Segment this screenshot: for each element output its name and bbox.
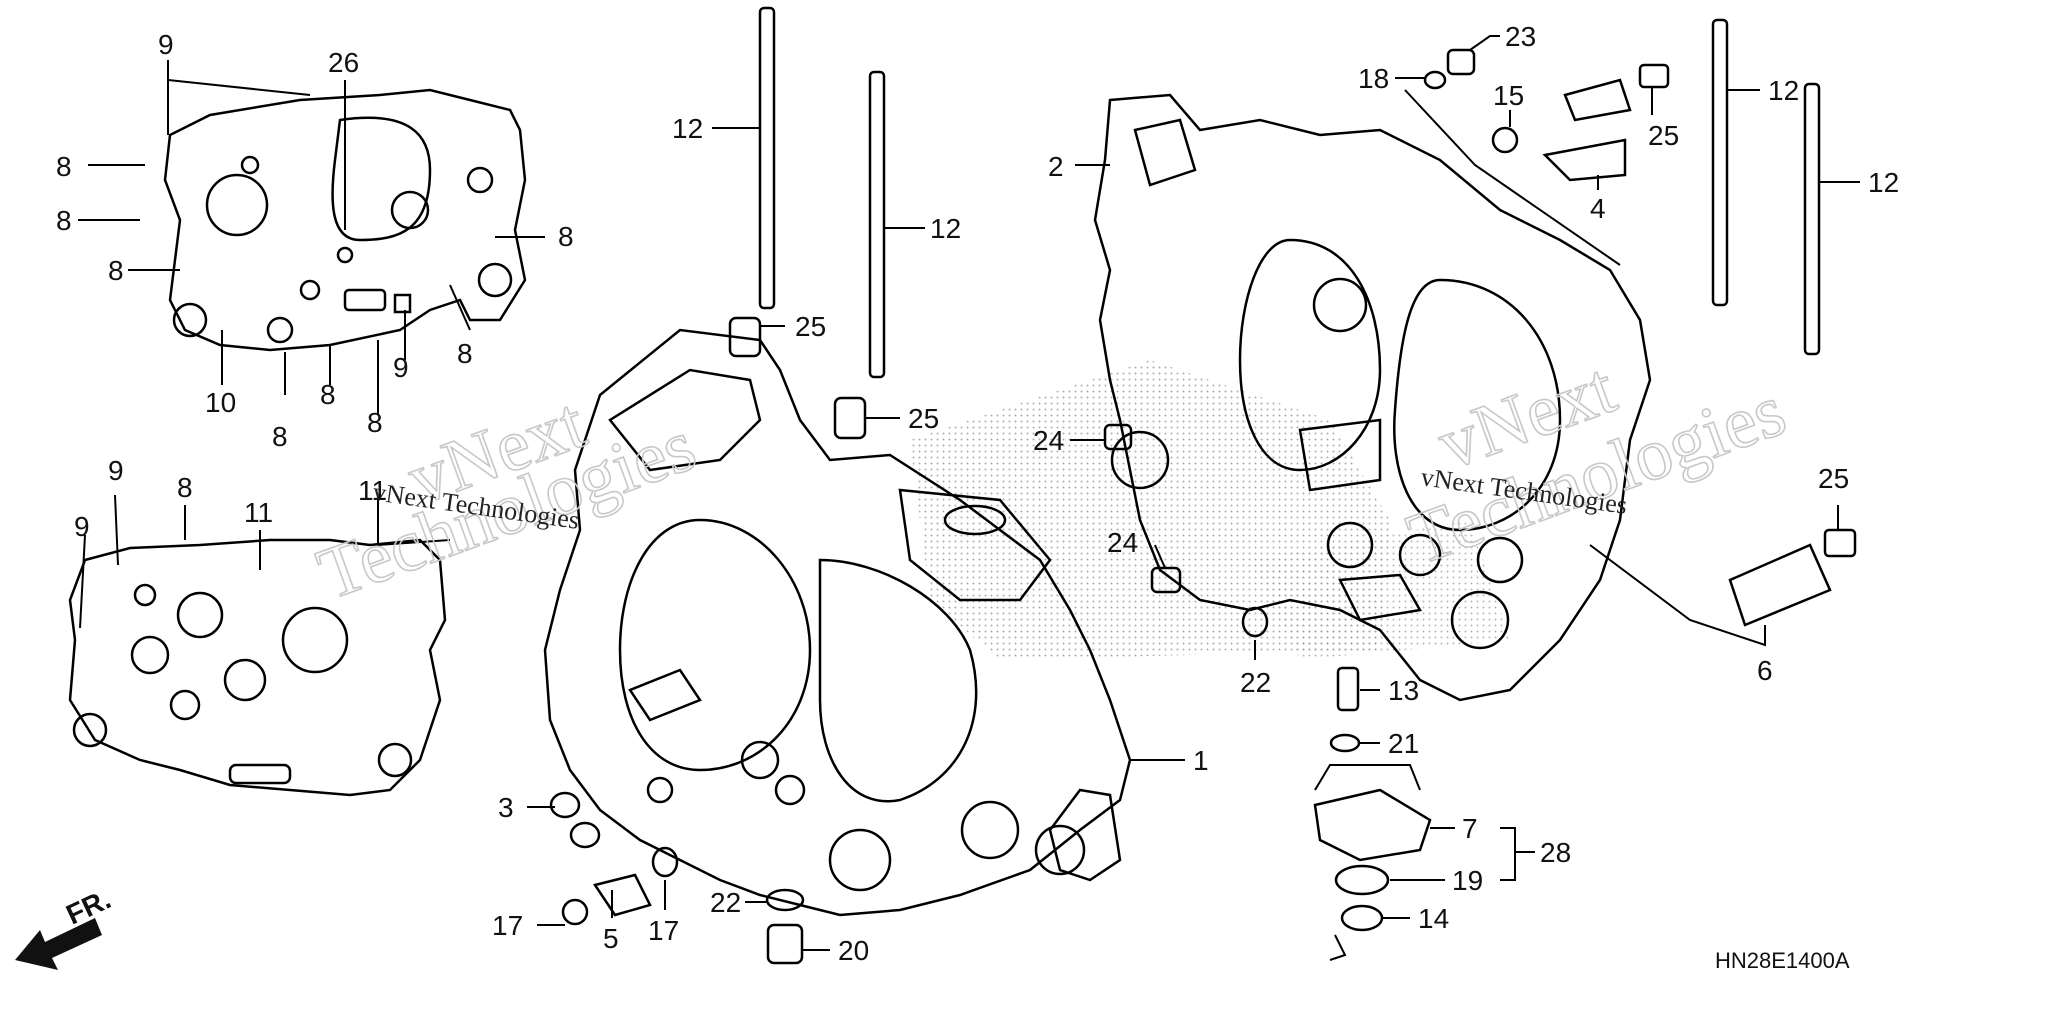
label-3: 3 xyxy=(498,792,514,823)
label-7: 7 xyxy=(1462,813,1478,844)
label-28: 28 xyxy=(1540,837,1571,868)
label-11: 11 xyxy=(244,497,273,528)
part-labels: 9 26 8 8 8 8 8 9 10 8 8 8 9 9 8 11 11 12… xyxy=(56,21,1899,966)
label-12: 12 xyxy=(1768,75,1799,106)
crankcase-left xyxy=(543,328,1132,917)
label-21: 21 xyxy=(1388,728,1419,759)
label-17: 17 xyxy=(492,910,523,941)
label-2: 2 xyxy=(1048,151,1064,182)
label-9: 9 xyxy=(393,352,409,383)
label-25: 25 xyxy=(795,311,826,342)
small-parts xyxy=(549,48,1857,965)
label-15: 15 xyxy=(1493,80,1524,111)
label-9: 9 xyxy=(158,29,174,60)
crankcase-right xyxy=(1093,93,1652,702)
stud-bolts xyxy=(758,6,1821,379)
label-8: 8 xyxy=(367,407,383,438)
label-8: 8 xyxy=(177,472,193,503)
leader-lines xyxy=(78,35,1860,961)
label-8: 8 xyxy=(56,205,72,236)
label-12: 12 xyxy=(672,113,703,144)
label-1: 1 xyxy=(1193,745,1209,776)
label-10: 10 xyxy=(205,387,236,418)
label-8: 8 xyxy=(108,255,124,286)
label-26: 25 xyxy=(1648,120,1679,151)
label-8: 8 xyxy=(56,151,72,182)
label-9: 9 xyxy=(108,455,124,486)
label-8: 8 xyxy=(272,421,288,452)
label-8: 8 xyxy=(558,221,574,252)
label-14: 14 xyxy=(1418,903,1449,934)
label-18: 18 xyxy=(1358,63,1389,94)
label-12: 12 xyxy=(930,213,961,244)
gasket-lower xyxy=(68,538,447,797)
diagram-code: HN28E1400A xyxy=(1715,948,1850,973)
label-24: 24 xyxy=(1107,527,1138,558)
label-16: 22 xyxy=(1240,667,1271,698)
label-22: 22 xyxy=(710,887,741,918)
front-arrow-icon xyxy=(15,918,102,970)
label-27: 26 xyxy=(328,47,359,78)
label-11: 11 xyxy=(358,475,387,506)
label-20: 20 xyxy=(838,935,869,966)
label-12: 12 xyxy=(1868,167,1899,198)
label-26: 25 xyxy=(1818,463,1849,494)
label-13: 13 xyxy=(1388,675,1419,706)
label-8: 8 xyxy=(320,379,336,410)
label-25: 25 xyxy=(908,403,939,434)
label-4: 4 xyxy=(1590,193,1606,224)
label-9: 9 xyxy=(74,511,90,542)
label-23: 23 xyxy=(1505,21,1536,52)
front-marker: FR. xyxy=(61,883,115,930)
shaded-region-right xyxy=(1250,520,1510,660)
label-17: 17 xyxy=(648,915,679,946)
label-5: 5 xyxy=(603,923,619,954)
gasket-upper xyxy=(163,88,527,352)
label-6: 6 xyxy=(1757,655,1773,686)
label-19: 19 xyxy=(1452,865,1483,896)
label-8: 8 xyxy=(457,338,473,369)
label-24: 24 xyxy=(1033,425,1064,456)
